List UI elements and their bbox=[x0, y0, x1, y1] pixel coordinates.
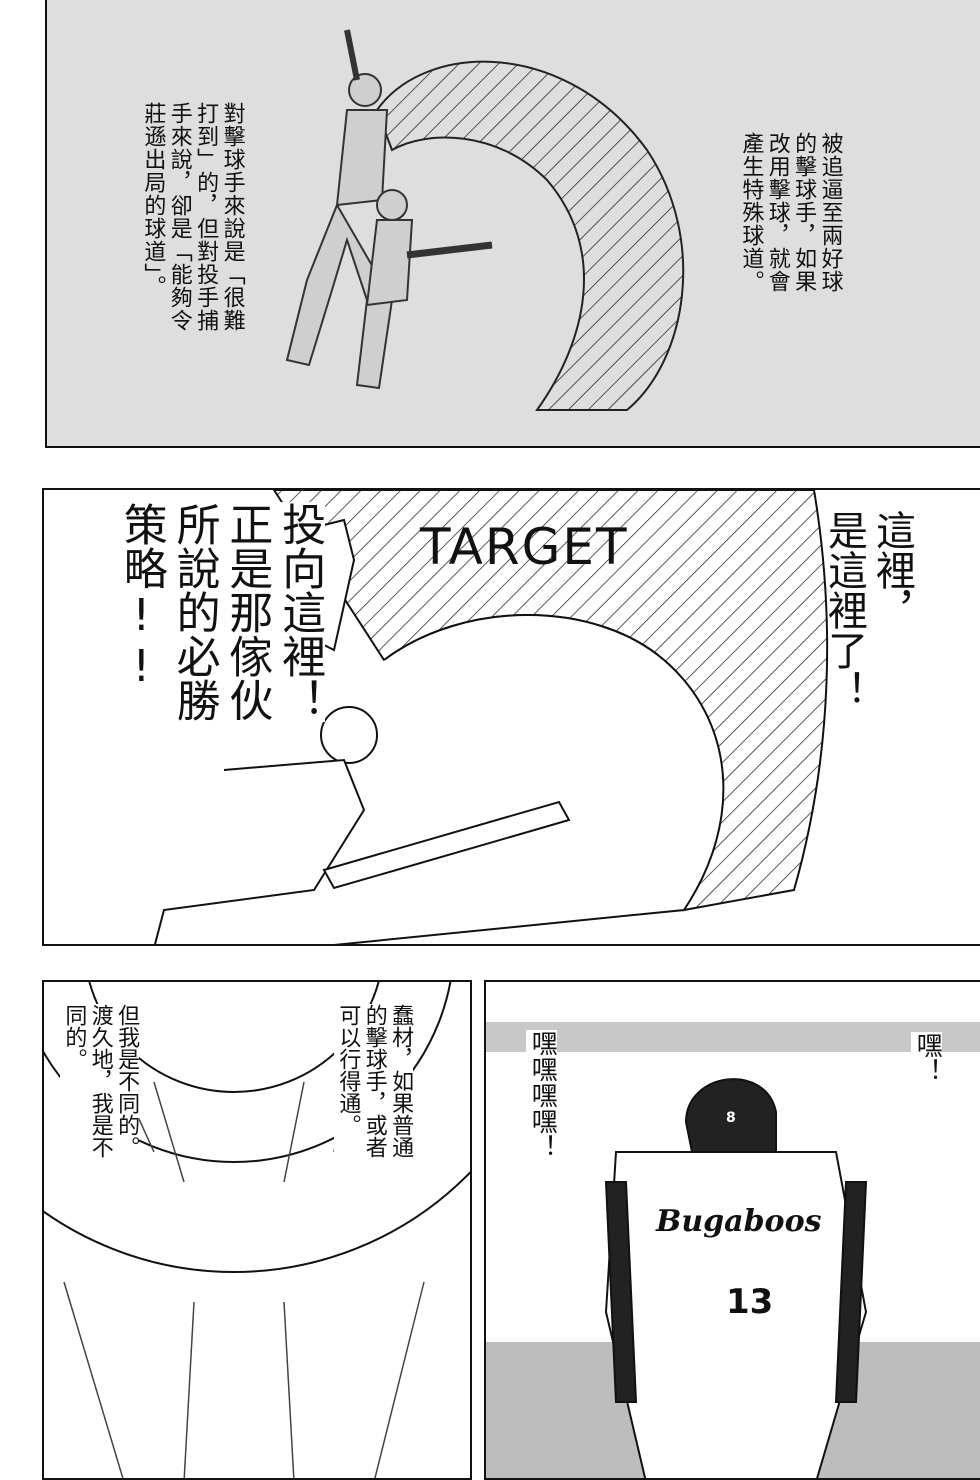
caption-line: 手來說，卻是「能夠令 bbox=[166, 102, 192, 332]
caption-line: 但我是不同的。 bbox=[114, 1004, 140, 1158]
speech-line: 這裡， bbox=[869, 510, 915, 630]
caption-line: 同的。 bbox=[61, 1004, 87, 1070]
caption-line: 對擊球手來說是「很難 bbox=[219, 102, 245, 332]
helmet bbox=[684, 1078, 777, 1173]
caption-two-strike: 被追逼至兩好球的擊球手，如果改用擊球，就會產生特殊球道。 bbox=[737, 132, 843, 293]
caption-line: 的擊球手，如果 bbox=[791, 132, 817, 293]
sfx-hehehe: 嘿嘿嘿嘿！ bbox=[526, 1030, 558, 1160]
batter-arc-illustration bbox=[285, 29, 685, 411]
caption-line: 的擊球手，或者 bbox=[361, 1004, 387, 1158]
sfx-heh: 嘿！ bbox=[911, 1032, 943, 1084]
jersey bbox=[604, 1151, 868, 1478]
batter-figure bbox=[285, 29, 493, 390]
panel-batting-diagram: 被追逼至兩好球的擊球手，如果改用擊球，就會產生特殊球道。 對擊球手來說是「很難打… bbox=[45, 0, 980, 448]
panel-target: TARGET 這裡，是這裡了！ 投向這裡！正是那傢伙所說的必勝策略!! bbox=[42, 488, 980, 946]
caption-line: 蠢材，如果普通 bbox=[388, 1004, 414, 1158]
caption-i-am-different: 但我是不同的。渡久地，我是不同的。 bbox=[60, 1004, 140, 1158]
caption-line: 產生特殊球道。 bbox=[738, 132, 764, 293]
panel-stadium-view: 蠢材，如果普通的擊球手，或者可以行得通。 但我是不同的。渡久地，我是不同的。 bbox=[42, 980, 472, 1480]
speech-this-is-it: 這裡，是這裡了！ bbox=[820, 510, 916, 710]
caption-line: 渡久地，我是不 bbox=[87, 1004, 113, 1158]
caption-line: 改用擊球，就會 bbox=[764, 132, 790, 293]
caption-line: 可以行得通。 bbox=[335, 1004, 361, 1136]
stadium-ring-illustration bbox=[44, 982, 470, 1478]
caption-line: 莊遜出局的球道」。 bbox=[140, 102, 166, 298]
player-illustration bbox=[486, 1022, 980, 1478]
speech-line: 投向這裡！ bbox=[274, 502, 326, 722]
speech-line: 所說的必勝 bbox=[168, 502, 220, 722]
caption-idiot: 蠢材，如果普通的擊球手，或者可以行得通。 bbox=[334, 1004, 414, 1158]
panel-player: Bugaboos 13 8 嘿！ 嘿嘿嘿嘿！ bbox=[484, 980, 980, 1480]
caption-hard-to-hit: 對擊球手來說是「很難打到」的，但對投手捕手來說，卻是「能夠令莊遜出局的球道」。 bbox=[139, 102, 245, 332]
jersey-team-name: Bugaboos bbox=[656, 1204, 822, 1239]
target-zone-illustration bbox=[154, 490, 829, 944]
speech-line: 是這裡了！ bbox=[821, 510, 867, 710]
pitch-zone-arc bbox=[375, 60, 685, 411]
target-label: TARGET bbox=[420, 518, 629, 576]
speech-line: 正是那傢伙 bbox=[221, 502, 273, 722]
caption-line: 打到」的，但對投手捕 bbox=[193, 102, 219, 332]
speech-line: 策略!! bbox=[115, 502, 167, 692]
speech-winning-strategy: 投向這裡！正是那傢伙所說的必勝策略!! bbox=[114, 502, 326, 722]
jersey-number: 13 bbox=[726, 1282, 774, 1322]
caption-line: 被追逼至兩好球 bbox=[817, 132, 843, 293]
batter-figure bbox=[154, 518, 571, 944]
helmet-number: 8 bbox=[726, 1110, 736, 1126]
